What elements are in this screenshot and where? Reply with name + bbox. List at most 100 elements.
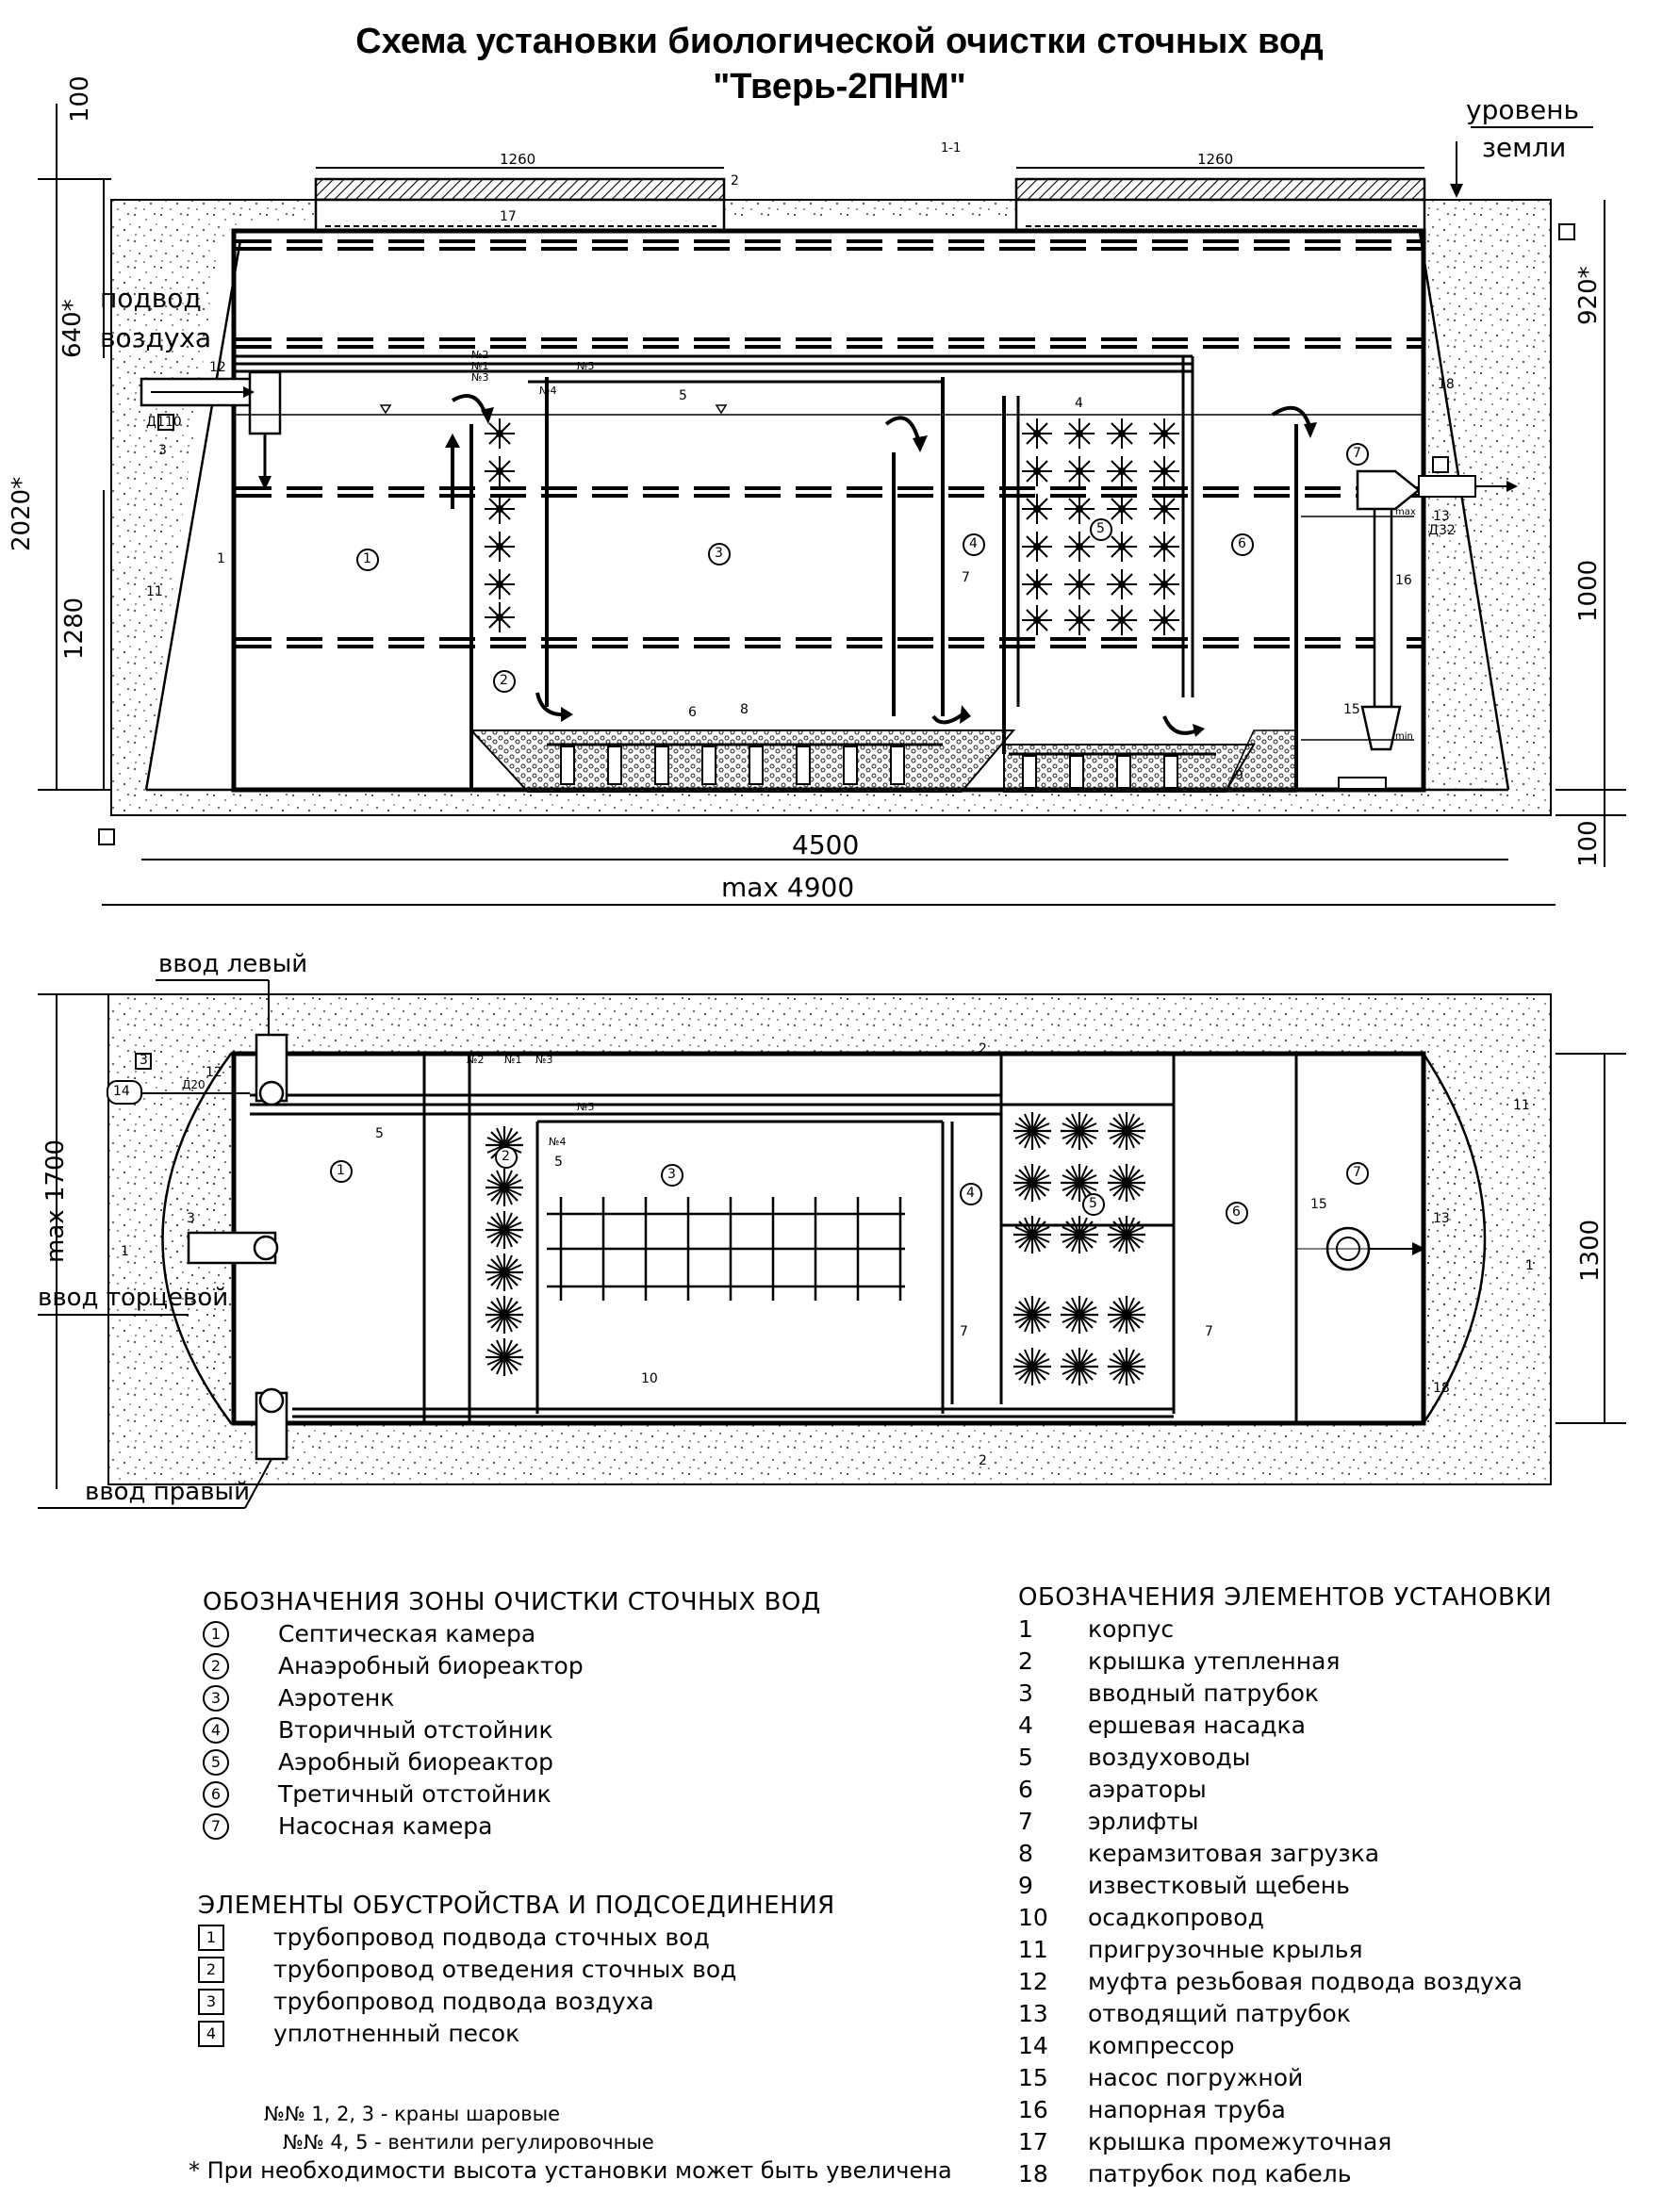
element-num: 16 xyxy=(1018,2096,1048,2123)
element-number: 4 xyxy=(1075,396,1083,411)
valve-label: №5 xyxy=(577,1101,595,1113)
dim-4500: 4500 xyxy=(792,829,860,860)
legend-connection-row: 2 трубопровод отведения сточных вод xyxy=(198,1954,835,1986)
element-label: напорная труба xyxy=(1088,2096,1286,2123)
cut-mark: 1 xyxy=(121,1244,129,1259)
dim-2020: 2020* xyxy=(8,476,36,551)
element-num: 11 xyxy=(1018,1936,1048,1963)
element-num: 7 xyxy=(1018,1808,1033,1835)
element-label: ершевая насадка xyxy=(1088,1712,1306,1739)
element-label: известковый щебень xyxy=(1088,1872,1350,1899)
zone-number: 4 xyxy=(966,1186,975,1201)
connection-label: уплотненный песок xyxy=(273,2020,520,2047)
legend-elements-header: ОБОЗНАЧЕНИЯ ЭЛЕМЕНТОВ УСТАНОВКИ xyxy=(1018,1583,1553,1612)
element-number: 7 xyxy=(960,1324,968,1339)
dim-640: 640* xyxy=(58,299,87,358)
air-label-1: подвод xyxy=(100,283,202,314)
legend-element-row: 2 крышка утепленная xyxy=(1018,1646,1552,1678)
element-label: аэраторы xyxy=(1088,1776,1207,1803)
element-label: патрубок под кабель xyxy=(1088,2160,1352,2187)
zone-label: Аэробный биореактор xyxy=(278,1748,554,1776)
air-label-2: воздуха xyxy=(100,322,212,353)
zone-label: Септическая камера xyxy=(278,1620,536,1647)
legend-element-row: 7 эрлифты xyxy=(1018,1806,1552,1838)
element-label: эрлифты xyxy=(1088,1808,1199,1835)
element-number: 11 xyxy=(146,584,163,599)
element-label: крышка утепленная xyxy=(1088,1647,1341,1675)
zone-label: Насосная камера xyxy=(278,1812,493,1840)
zone-number: 6 xyxy=(1238,536,1246,551)
connection-mark: 2 xyxy=(198,1957,224,1983)
zone-number: 3 xyxy=(667,1167,676,1182)
ground-label-2: земли xyxy=(1482,132,1567,163)
element-number: 9 xyxy=(1235,768,1243,783)
element-number: 15 xyxy=(1343,702,1360,717)
element-number: 18 xyxy=(1438,377,1455,392)
element-number: 18 xyxy=(1433,1381,1450,1396)
element-number: 6 xyxy=(688,705,697,720)
cut-mark: 1 xyxy=(1525,1258,1534,1273)
zone-label: Анаэробный биореактор xyxy=(278,1652,584,1679)
cut-label: 1-1 xyxy=(941,141,962,156)
valve-label: №2 xyxy=(471,349,489,361)
level-min: min xyxy=(1395,731,1413,742)
element-num: 17 xyxy=(1018,2128,1048,2155)
dim-lid-left: 1260 xyxy=(500,151,536,168)
element-number: 5 xyxy=(554,1155,563,1170)
cut-mark: 2 xyxy=(979,1453,987,1468)
notes: №№ 1, 2, 3 - краны шаровые №№ 4, 5 - вен… xyxy=(189,2100,952,2185)
element-number: 7 xyxy=(962,570,970,585)
zone-mark: 2 xyxy=(203,1653,229,1679)
title-line-1: Схема установки биологической очистки ст… xyxy=(355,22,1324,61)
element-num: 2 xyxy=(1018,1647,1033,1675)
element-number: Д20 xyxy=(182,1078,206,1091)
element-num: 14 xyxy=(1018,2032,1048,2059)
connection-label: трубопровод отведения сточных вод xyxy=(273,1956,737,1983)
element-num: 6 xyxy=(1018,1776,1033,1803)
inlet-end-label: ввод торцевой xyxy=(38,1284,229,1312)
zone-mark: 3 xyxy=(203,1685,229,1712)
valve-label: №1 xyxy=(504,1054,522,1066)
plan-view xyxy=(38,979,1626,1509)
dim-bottom-100: 100 xyxy=(1574,820,1603,867)
zone-number: 2 xyxy=(502,1149,510,1164)
element-num: 13 xyxy=(1018,2000,1048,2027)
zone-number: 5 xyxy=(1096,521,1105,536)
zone-label: Третичный отстойник xyxy=(278,1780,551,1808)
element-number: 12 xyxy=(209,360,226,375)
element-number: 5 xyxy=(375,1126,384,1141)
element-number: 3 xyxy=(187,1211,195,1226)
legend-connections-header: ЭЛЕМЕНТЫ ОБУСТРОЙСТВА И ПОДСОЕДИНЕНИЯ xyxy=(198,1892,835,1920)
section-view xyxy=(38,104,1626,906)
note-regulating-valves: №№ 4, 5 - вентили регулировочные xyxy=(283,2131,654,2154)
legend-element-row: 16 напорная труба xyxy=(1018,2094,1552,2126)
zone-mark: 7 xyxy=(203,1813,229,1840)
element-label: отводящий патрубок xyxy=(1088,2000,1351,2027)
zone-number: 3 xyxy=(715,546,723,561)
valve-label: №2 xyxy=(467,1054,485,1066)
zone-number: 4 xyxy=(969,536,978,551)
element-number: 13 xyxy=(1433,1211,1450,1226)
dim-1000: 1000 xyxy=(1574,559,1603,622)
zone-number: 1 xyxy=(337,1163,345,1178)
element-number: 7 xyxy=(1205,1324,1213,1339)
dim-lid-right: 1260 xyxy=(1197,151,1234,168)
element-num: 1 xyxy=(1018,1615,1033,1643)
element-number: 2 xyxy=(731,173,739,188)
cut-mark: 2 xyxy=(979,1041,987,1057)
dim-1280: 1280 xyxy=(60,597,89,660)
